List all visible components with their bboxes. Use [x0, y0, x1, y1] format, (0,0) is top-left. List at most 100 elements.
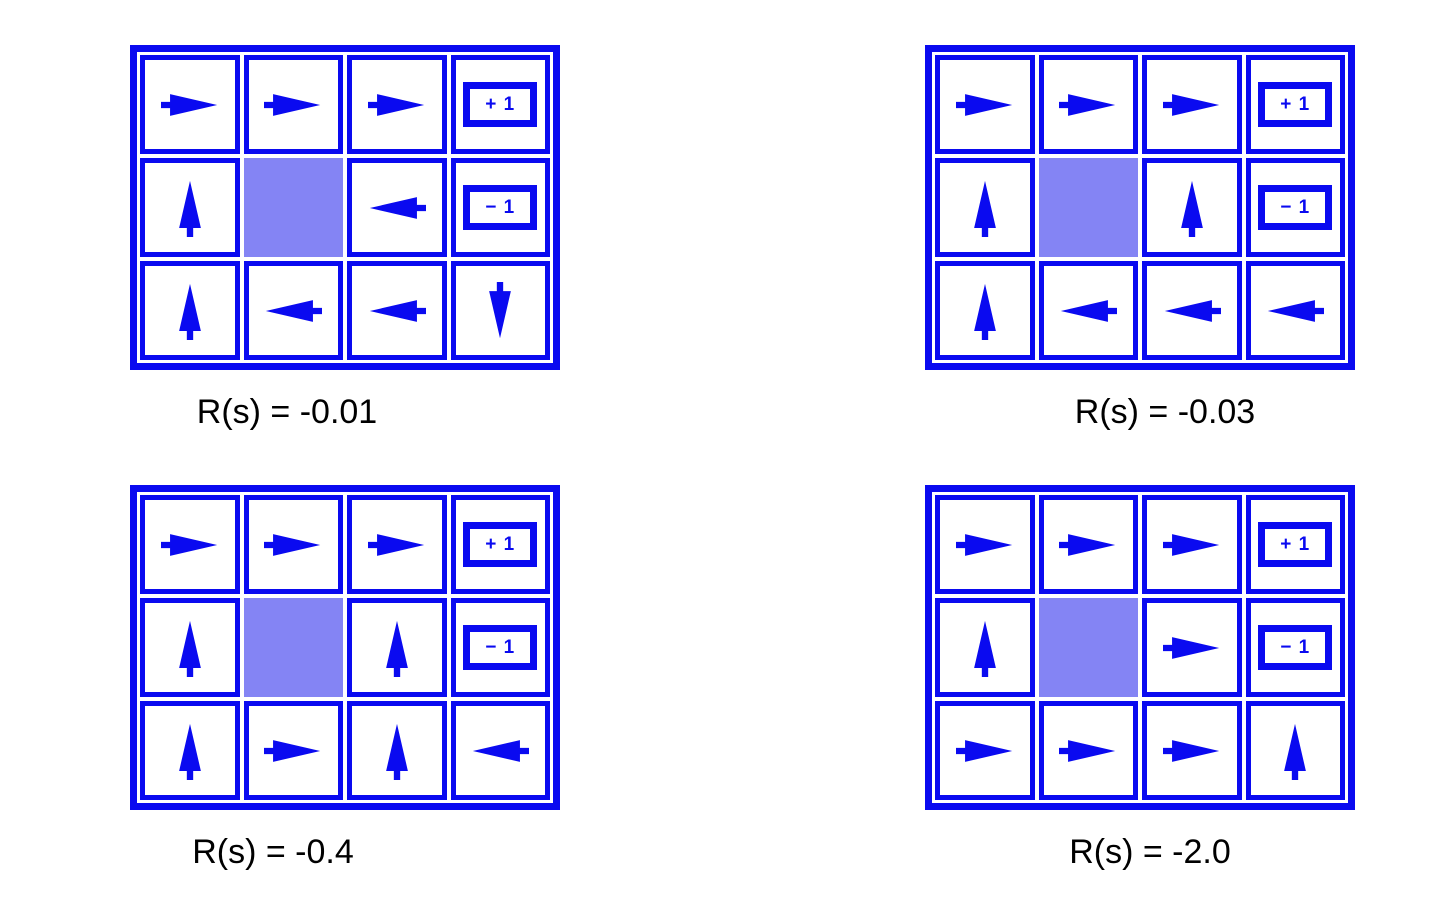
policy-cell-up [140, 701, 240, 800]
policy-cell-right [935, 701, 1035, 800]
policy-cell-left [450, 701, 550, 800]
terminal-cell-minus-one: − 1 [450, 598, 550, 697]
minus-one-box: − 1 [463, 185, 538, 230]
policy-cell-up [935, 261, 1035, 360]
arrow-up-icon [178, 283, 201, 340]
policy-cell-right [347, 495, 447, 594]
arrow-right-icon [264, 739, 321, 762]
gridworld-policy-grid: + 1 − 1 [925, 45, 1355, 370]
policy-cell-up [347, 598, 447, 697]
policy-cell-right [243, 495, 343, 594]
arrow-right-icon [367, 93, 424, 116]
arrow-right-icon [264, 93, 321, 116]
policy-cell-right [140, 55, 240, 154]
policy-panel-r-0.01: + 1 − 1 R(s) = -0.01 [130, 45, 560, 432]
arrow-right-icon [160, 533, 217, 556]
terminal-cell-minus-one: − 1 [1245, 598, 1345, 697]
arrow-right-icon [1059, 93, 1116, 116]
policy-cell-left [1038, 261, 1138, 360]
minus-one-box: − 1 [1258, 625, 1333, 670]
policy-cell-right [1038, 55, 1138, 154]
policy-panel-r-0.4: + 1 − 1 R(s) = -0.4 [130, 485, 560, 872]
arrow-left-icon [266, 299, 323, 322]
policy-cell-right [1038, 701, 1138, 800]
policy-cell-up [140, 598, 240, 697]
reward-caption: R(s) = -0.03 [1074, 393, 1256, 431]
policy-panel-r-2.0: + 1 − 1 R(s) = -2.0 [925, 485, 1355, 872]
policy-cell-left [347, 261, 447, 360]
arrow-up-icon [973, 620, 996, 677]
obstacle-cell [1038, 598, 1138, 697]
gridworld-policy-grid: + 1 − 1 [130, 485, 560, 810]
arrow-right-icon [1162, 636, 1219, 659]
arrow-left-icon [369, 299, 426, 322]
plus-one-box: + 1 [1258, 82, 1333, 127]
arrow-right-icon [1162, 739, 1219, 762]
arrow-right-icon [1059, 533, 1116, 556]
obstacle-cell [243, 598, 343, 697]
terminal-cell-plus-one: + 1 [450, 495, 550, 594]
arrow-right-icon [367, 533, 424, 556]
arrow-down-icon [489, 281, 512, 338]
policy-cell-up [140, 261, 240, 360]
arrow-up-icon [1180, 180, 1203, 237]
reward-caption: R(s) = -2.0 [1069, 833, 1231, 871]
policy-cell-right [1142, 55, 1242, 154]
arrow-left-icon [1268, 299, 1325, 322]
policy-cell-right [1142, 701, 1242, 800]
arrow-right-icon [1162, 533, 1219, 556]
plus-one-box: + 1 [463, 82, 538, 127]
reward-caption: R(s) = -0.4 [192, 833, 354, 871]
policy-cell-right [935, 495, 1035, 594]
policy-cell-up [1142, 158, 1242, 257]
terminal-cell-plus-one: + 1 [450, 55, 550, 154]
policy-cell-up [347, 701, 447, 800]
policy-cell-right [140, 495, 240, 594]
policy-cell-left [1142, 261, 1242, 360]
arrow-up-icon [178, 180, 201, 237]
policy-cell-right [243, 55, 343, 154]
arrow-up-icon [178, 723, 201, 780]
arrow-right-icon [955, 739, 1012, 762]
arrow-right-icon [955, 93, 1012, 116]
gridworld-policy-grid: + 1 − 1 [130, 45, 560, 370]
arrow-right-icon [160, 93, 217, 116]
arrow-up-icon [385, 620, 408, 677]
policy-cell-up [140, 158, 240, 257]
arrow-right-icon [1162, 93, 1219, 116]
policy-cell-left [347, 158, 447, 257]
policy-panel-r-0.03: + 1 − 1 R(s) = -0.03 [925, 45, 1355, 432]
arrow-right-icon [264, 533, 321, 556]
minus-one-box: − 1 [463, 625, 538, 670]
terminal-cell-minus-one: − 1 [1245, 158, 1345, 257]
arrow-left-icon [369, 196, 426, 219]
policy-cell-right [935, 55, 1035, 154]
arrow-up-icon [178, 620, 201, 677]
terminal-cell-minus-one: − 1 [450, 158, 550, 257]
policy-cell-left [243, 261, 343, 360]
arrow-up-icon [973, 180, 996, 237]
policy-cell-up [935, 158, 1035, 257]
minus-one-box: − 1 [1258, 185, 1333, 230]
policy-cell-down [450, 261, 550, 360]
obstacle-cell [1038, 158, 1138, 257]
policy-cell-right [1142, 495, 1242, 594]
plus-one-box: + 1 [463, 522, 538, 567]
arrow-left-icon [1164, 299, 1221, 322]
reward-caption: R(s) = -0.01 [196, 393, 378, 431]
policy-cell-right [243, 701, 343, 800]
arrow-right-icon [955, 533, 1012, 556]
arrow-up-icon [1284, 723, 1307, 780]
policy-cell-left [1245, 261, 1345, 360]
obstacle-cell [243, 158, 343, 257]
policy-cell-right [1142, 598, 1242, 697]
plus-one-box: + 1 [1258, 522, 1333, 567]
terminal-cell-plus-one: + 1 [1245, 495, 1345, 594]
arrow-up-icon [385, 723, 408, 780]
arrow-right-icon [1059, 739, 1116, 762]
terminal-cell-plus-one: + 1 [1245, 55, 1345, 154]
gridworld-policy-grid: + 1 − 1 [925, 485, 1355, 810]
arrow-up-icon [973, 283, 996, 340]
policy-cell-up [1245, 701, 1345, 800]
